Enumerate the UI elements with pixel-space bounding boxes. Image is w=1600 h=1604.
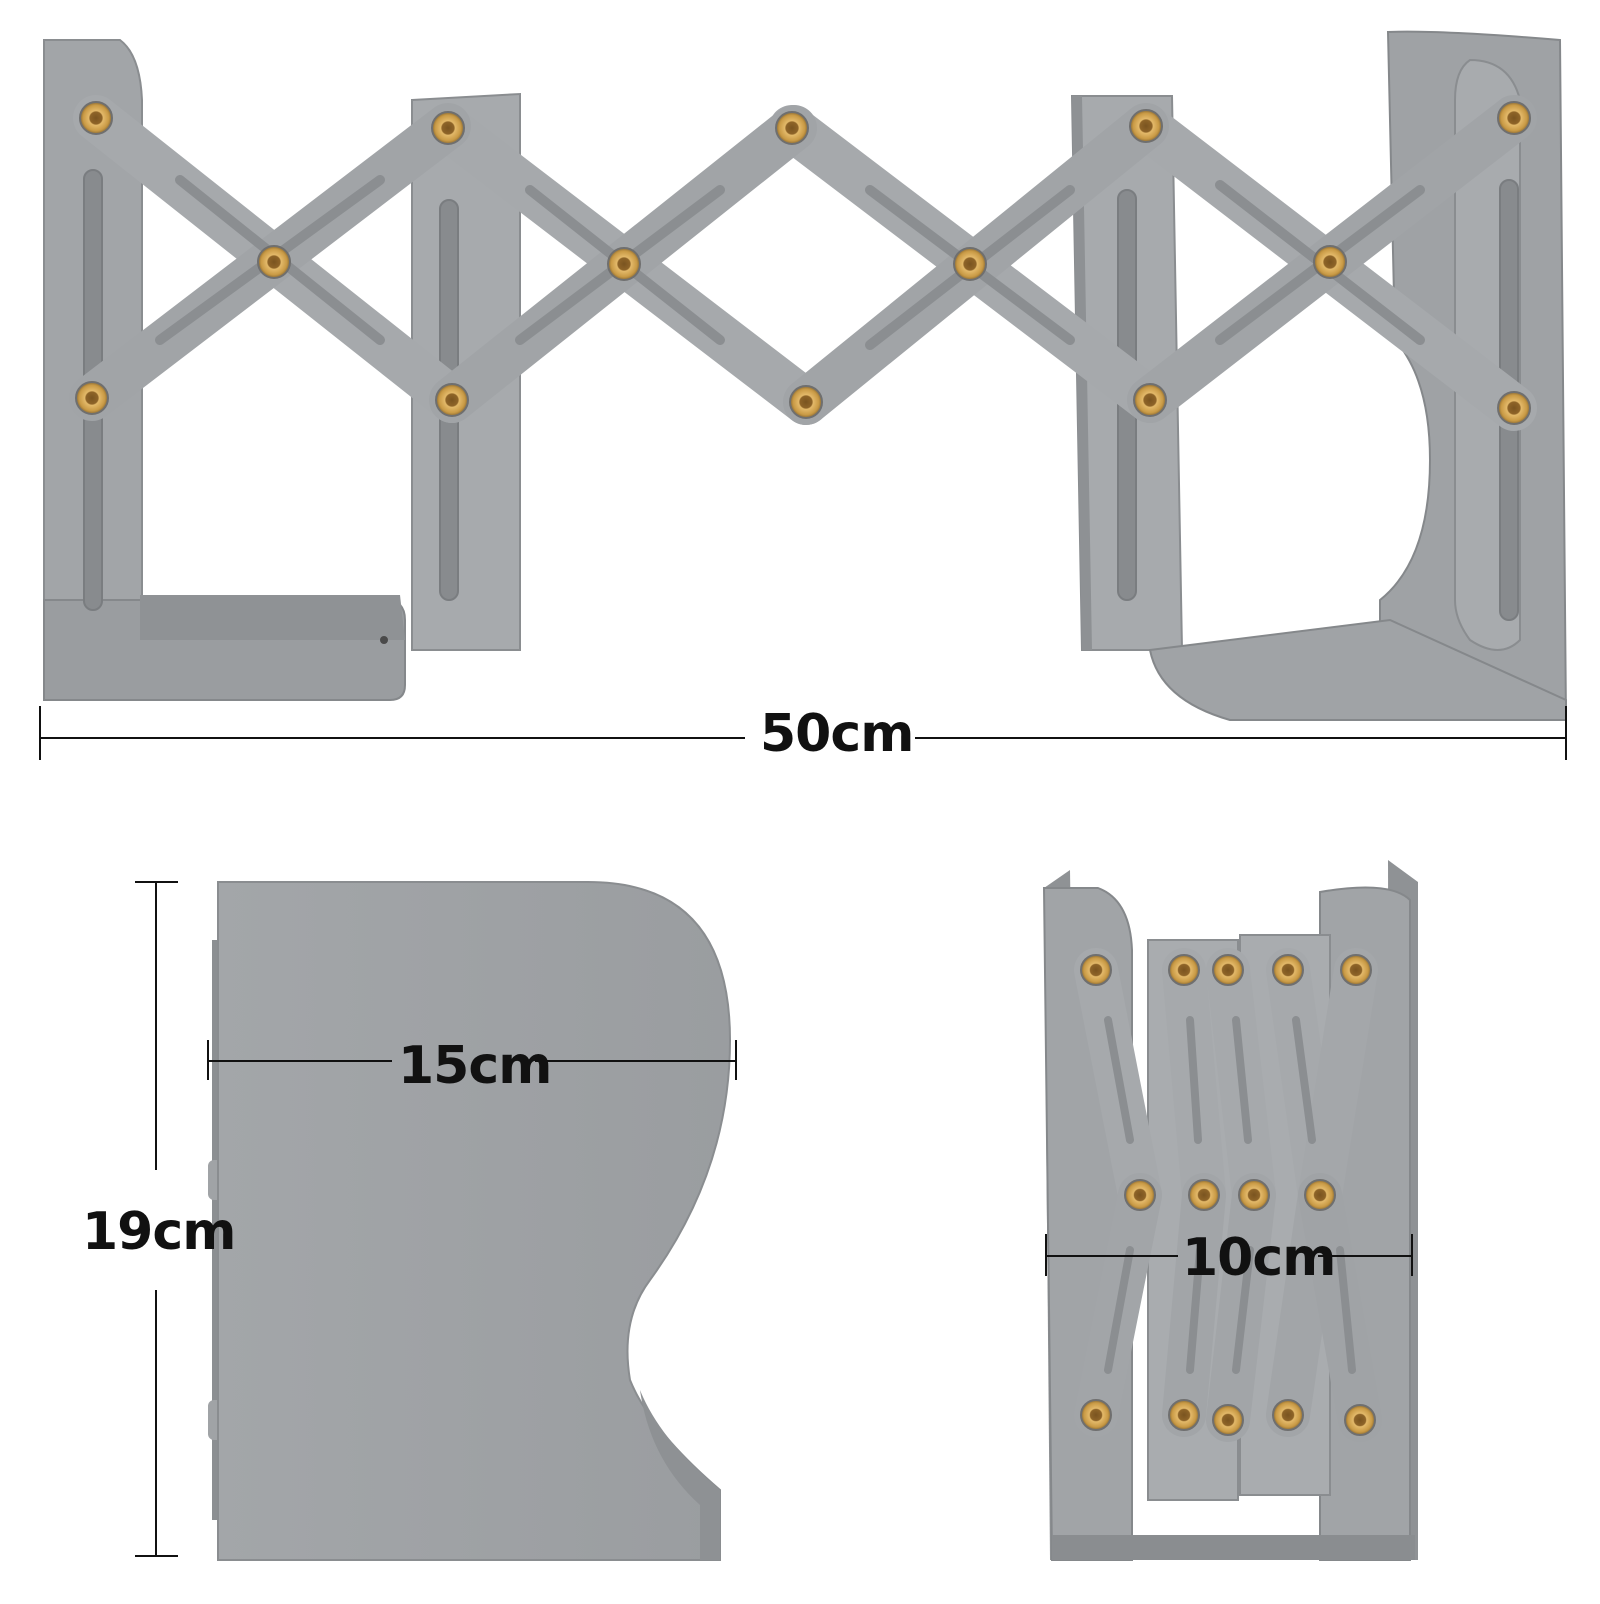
single-height-label: 19cm	[82, 1202, 236, 1262]
single-width-dimension-line	[207, 1040, 737, 1080]
scissor-arms	[69, 95, 1537, 431]
collapsed-bookend	[1042, 860, 1418, 1561]
collapsed-arms	[1074, 948, 1382, 1442]
single-bookend-side-view	[208, 881, 732, 1561]
collapsed-width-dimension-line	[1045, 1234, 1413, 1276]
extended-width-dimension-line	[39, 706, 1567, 760]
extended-width-label: 50cm	[760, 704, 914, 764]
rivets-extended	[75, 101, 1531, 425]
single-width-label: 15cm	[398, 1036, 552, 1096]
collapsed-width-label: 10cm	[1182, 1228, 1336, 1288]
extended-bookend	[43, 30, 1568, 721]
rivets-collapsed	[1080, 954, 1376, 1436]
left-end-plate	[43, 39, 406, 701]
single-height-dimension-line	[135, 881, 178, 1557]
